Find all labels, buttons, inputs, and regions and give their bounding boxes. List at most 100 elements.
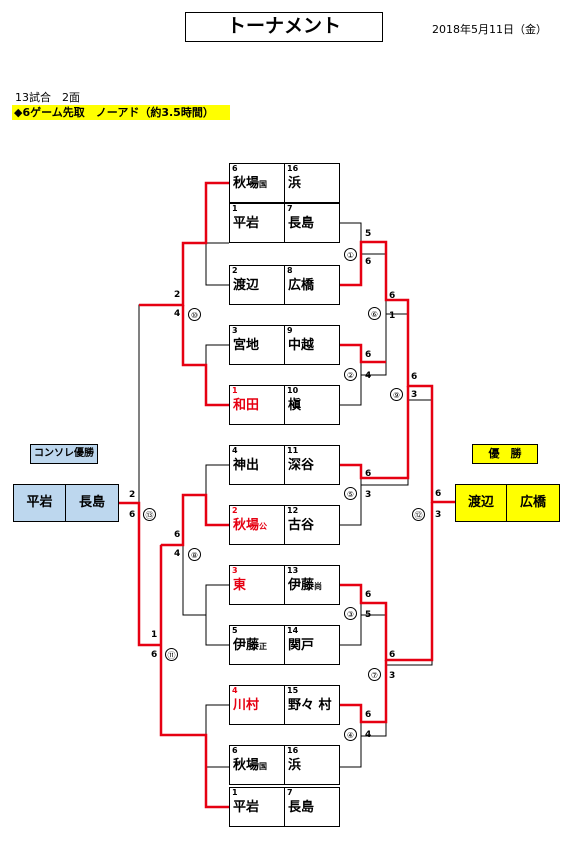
player-name: 神出	[233, 458, 259, 474]
player-tag: 尚	[314, 582, 323, 591]
seed-number: 6	[232, 164, 238, 173]
seed-number: 6	[232, 746, 238, 755]
seed-number: 15	[287, 686, 299, 695]
score-m2-top: 6	[365, 350, 372, 360]
match-badge-3: ③	[344, 607, 357, 620]
score-m10-bottom: 4	[174, 309, 181, 319]
player-tag: 公	[259, 522, 268, 531]
score-m10-top: 2	[174, 290, 181, 300]
player-name: 長島	[288, 216, 314, 232]
player-name-text: 中越	[288, 338, 315, 353]
score-m12-bottom: 3	[435, 510, 442, 520]
win-path-m10	[181, 305, 229, 407]
match-badge-1: ①	[344, 248, 357, 261]
seed-number: 14	[287, 626, 299, 635]
match-badge-9: ⑨	[390, 388, 403, 401]
seed-number: 16	[287, 746, 299, 755]
player-name-text: 川村	[233, 698, 260, 713]
player-name-text: 東	[233, 578, 247, 593]
connector-left-1	[205, 182, 229, 244]
player-name-text: 平岩	[233, 800, 260, 815]
score-m13-top: 2	[129, 490, 136, 500]
score-m8-top: 6	[174, 530, 181, 540]
champion-player-1: 渡辺	[455, 484, 507, 522]
seed-number: 13	[287, 566, 299, 575]
player-name-text: 広橋	[288, 278, 315, 293]
player-name: 伊藤尚	[288, 578, 322, 595]
match-badge-10: ⑩	[188, 308, 201, 321]
player-name-text: 秋場	[233, 518, 260, 533]
match-badge-12: ⑫	[412, 508, 425, 521]
player-name-text: 長島	[288, 216, 315, 231]
player-name: 中越	[288, 338, 314, 354]
connector-left-2	[205, 243, 229, 286]
win-path-m3	[339, 502, 434, 662]
player-name-text: 渡辺	[233, 278, 260, 293]
player-name-text: 古谷	[288, 518, 315, 533]
rule-note: ◆6ゲーム先取 ノーアド（約3.5時間）	[12, 105, 230, 120]
pair-6-player-b: 11 深谷	[284, 445, 340, 485]
connector-left-4	[205, 464, 229, 526]
connector-left-5	[205, 584, 229, 646]
player-name: 槇	[288, 398, 301, 414]
player-name: 長島	[288, 800, 314, 816]
pair-11-player-b: 16 浜	[284, 745, 340, 785]
seed-number: 7	[287, 788, 293, 797]
player-name: 平岩	[233, 800, 259, 816]
match-badge-11: ⑪	[165, 648, 178, 661]
player-name-text: 伊藤	[233, 638, 260, 653]
win-path-consolation	[119, 501, 161, 647]
player-name-text: 関戸	[288, 638, 315, 653]
score-m11-top: 1	[151, 630, 158, 640]
score-m11-bottom: 6	[151, 650, 158, 660]
score-m7-bottom: 3	[389, 671, 396, 681]
seed-number: 11	[287, 446, 299, 455]
pair-8-player-b: 13 伊藤尚	[284, 565, 340, 605]
page-title: トーナメント	[185, 12, 383, 42]
consolation-label: コンソレ優勝	[30, 444, 98, 464]
court-info: 13試合 2面	[15, 91, 80, 104]
score-m1-bottom: 6	[365, 257, 372, 267]
match-badge-4: ④	[344, 728, 357, 741]
win-path-champion	[339, 240, 455, 504]
match-badge-5: ⑤	[344, 487, 357, 500]
pair-7-player-b: 12 古谷	[284, 505, 340, 545]
player-name-text: 秋場	[233, 176, 260, 191]
score-m5-bottom: 3	[365, 490, 372, 500]
win-path-m4	[339, 660, 388, 724]
win-path-m5	[339, 386, 410, 480]
score-m4-top: 6	[365, 710, 372, 720]
score-m9-bottom: 3	[411, 390, 418, 400]
player-name-text: 長島	[288, 800, 315, 815]
player-name: 伊藤正	[233, 638, 267, 655]
score-m8-bottom: 4	[174, 549, 181, 559]
player-name-text: 秋場	[233, 758, 260, 773]
consolation-player-2: 長島	[65, 484, 119, 522]
seed-number: 7	[287, 204, 293, 213]
match-badge-7: ⑦	[368, 668, 381, 681]
player-name: 深谷	[288, 458, 314, 474]
score-m4-bottom: 4	[365, 730, 372, 740]
pair-1-player-b: 16 浜	[284, 163, 340, 203]
seed-number: 12	[287, 506, 299, 515]
player-name: 平岩	[233, 216, 259, 232]
seed-number: 16	[287, 164, 299, 173]
champion-player-2: 広橋	[506, 484, 560, 522]
player-name: 浜	[288, 176, 301, 192]
player-name: 秋場公	[233, 518, 267, 535]
connector-left-3	[205, 344, 229, 406]
player-tag: 正	[259, 642, 268, 651]
player-name-text: 浜	[288, 758, 302, 773]
player-name: 東	[233, 578, 246, 594]
player-name: 浜	[288, 758, 301, 774]
player-name: 関戸	[288, 638, 314, 654]
